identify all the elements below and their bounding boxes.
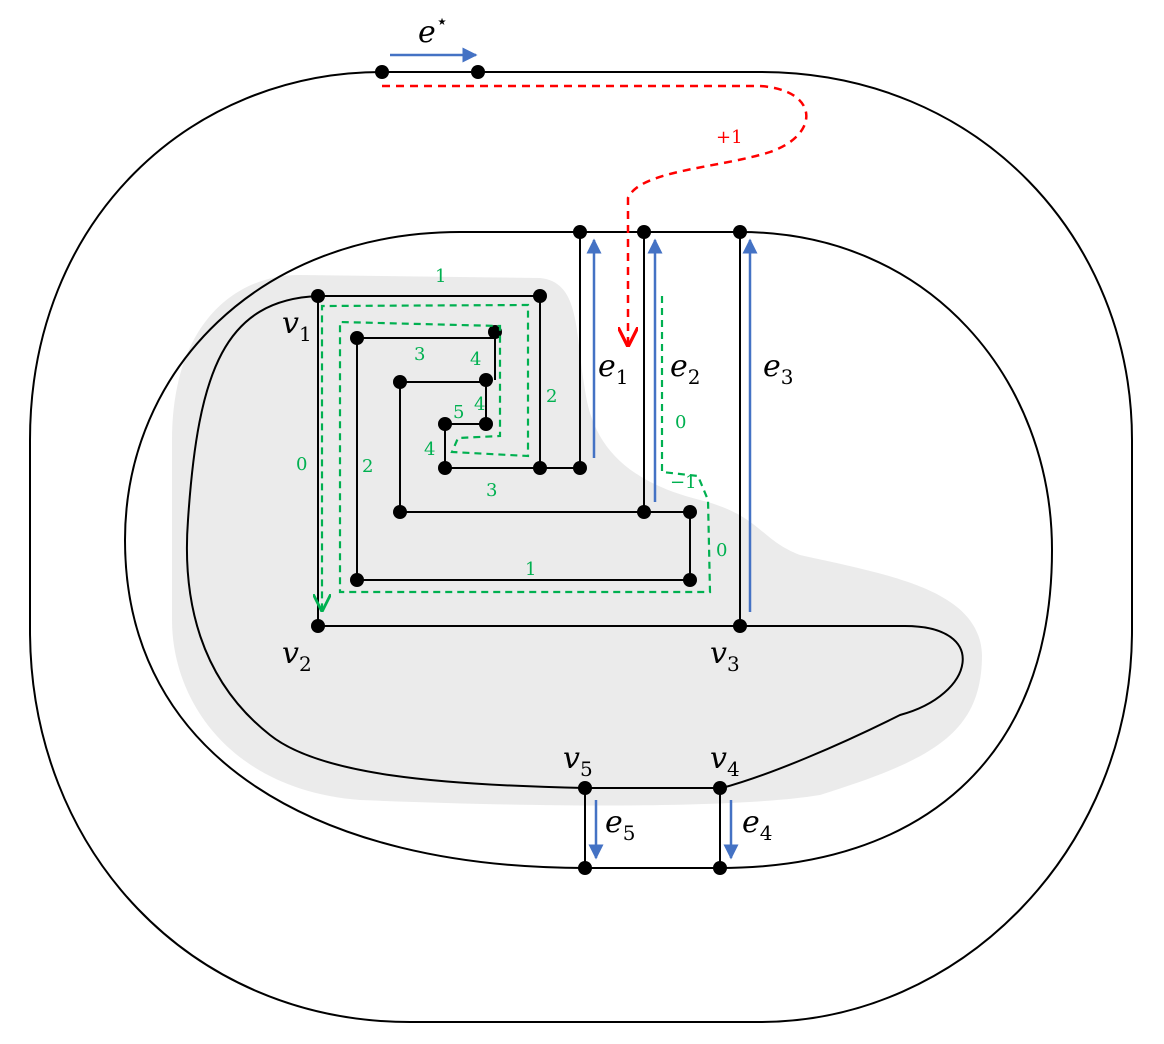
vertex: [683, 573, 697, 587]
vertex: [471, 65, 485, 79]
vertex: [713, 861, 727, 875]
v2-label: v2: [282, 636, 312, 676]
vertex-v1: [311, 289, 325, 303]
e4-label: e4: [742, 805, 773, 845]
vertex-v3: [733, 619, 747, 633]
green-dashed-spiral: [322, 296, 712, 610]
v3-loop: [185, 295, 964, 789]
vertex: [438, 461, 452, 475]
vertex-v4: [713, 781, 727, 795]
e2-label: e2: [670, 349, 701, 389]
v5-label: v5: [563, 741, 593, 781]
vertex: [533, 289, 547, 303]
green-label: 2: [362, 456, 373, 477]
green-label: 0: [675, 412, 686, 433]
vertex: [683, 505, 697, 519]
vertex: [479, 373, 493, 387]
vertex: [578, 861, 592, 875]
v3-label: v3: [710, 636, 740, 676]
vertex: [479, 417, 493, 431]
green-label: 4: [424, 439, 435, 460]
green-label: 4: [474, 394, 485, 415]
green-label: 0: [716, 540, 727, 561]
vertex: [350, 331, 364, 345]
green-label: 4: [470, 349, 481, 370]
vertex: [350, 573, 364, 587]
shaded-region: [172, 275, 982, 806]
red-dashed-path: [382, 84, 808, 345]
green-label: 0: [296, 454, 307, 475]
e-star-label: e⋆: [418, 9, 448, 50]
vertex: [438, 417, 452, 431]
red-plus-one-label: +1: [716, 127, 743, 148]
e1-label: e1: [598, 349, 629, 389]
green-label: 3: [486, 480, 497, 501]
math-labels: e⋆ e1 e2 e3 e5 e4 v1 v2 v3 v5 v4: [282, 9, 794, 845]
green-label: 1: [525, 559, 536, 580]
vertex: [573, 461, 587, 475]
green-label: 2: [546, 386, 557, 407]
green-label: 5: [453, 402, 464, 423]
e5-label: e5: [605, 805, 636, 845]
v1-label: v1: [282, 306, 312, 346]
green-label: −1: [670, 472, 697, 493]
vertex: [637, 225, 651, 239]
green-labels: 1 0 3 4 2 4 5 4 2 3 1 0 −1 0: [296, 266, 727, 580]
vertex: [637, 505, 651, 519]
blue-arrows: [390, 47, 758, 860]
green-label: 3: [414, 344, 425, 365]
vertex: [488, 325, 502, 339]
e3-label: e3: [763, 349, 794, 389]
vertex: [573, 225, 587, 239]
vertex: [533, 461, 547, 475]
vertex: [393, 375, 407, 389]
vertex-v5: [578, 781, 592, 795]
vertex: [733, 225, 747, 239]
green-dashed-paths: [322, 296, 712, 610]
vertex-v2: [311, 619, 325, 633]
green-label: 1: [435, 266, 446, 287]
vertices: [311, 65, 747, 875]
vertex: [393, 505, 407, 519]
outer-cycle: [29, 71, 1133, 1023]
v4-label: v4: [710, 741, 740, 781]
vertex: [375, 65, 389, 79]
